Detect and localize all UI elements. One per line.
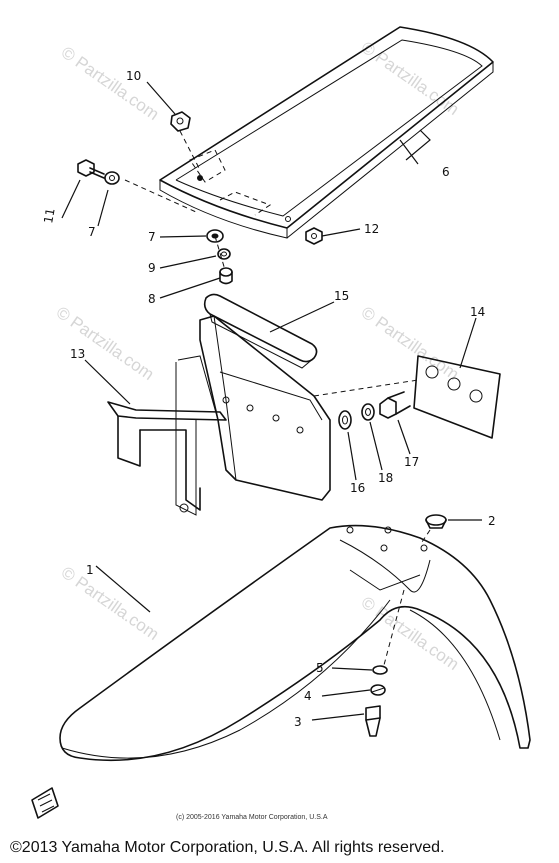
washer-7-upper [104, 171, 120, 185]
warning-tag [31, 787, 59, 819]
copyright-inner: (c) 2005-2016 Yamaha Motor Corporation, … [176, 814, 328, 821]
callout-12: 12 [364, 222, 379, 236]
callout-6: 6 [442, 165, 450, 179]
callout-11: 11 [41, 207, 57, 224]
callout-10: 10 [126, 69, 141, 83]
copyright-footer: ©2013 Yamaha Motor Corporation, U.S.A. A… [10, 839, 445, 856]
callouts: 10 11 7 6 7 12 9 8 15 14 13 16 18 17 2 1… [41, 69, 495, 729]
watermark-middle-right: © Partzilla.com [358, 303, 463, 384]
callout-7-lower: 7 [148, 230, 156, 244]
callout-5: 5 [316, 661, 324, 675]
washer-4 [370, 684, 386, 696]
watermark-bottom-left: © Partzilla.com [58, 563, 163, 644]
washer-16 [338, 410, 352, 430]
washer-18 [361, 403, 375, 421]
rear-inner-fender [175, 315, 331, 516]
grommet-9 [217, 248, 231, 260]
callout-4: 4 [304, 689, 312, 703]
callout-14: 14 [470, 305, 485, 319]
bolt-11 [77, 159, 105, 179]
callout-9: 9 [148, 261, 156, 275]
watermark-top-left: © Partzilla.com [58, 43, 163, 124]
front-fender [59, 524, 531, 762]
nut-12 [305, 227, 323, 245]
washer-5 [372, 665, 388, 675]
callout-2: 2 [488, 514, 496, 528]
bolt-17 [379, 391, 411, 419]
leader-lines [61, 81, 482, 721]
callout-3: 3 [294, 715, 302, 729]
watermark-bottom-right: © Partzilla.com [358, 593, 463, 674]
callout-18: 18 [378, 471, 393, 485]
callout-1: 1 [86, 563, 94, 577]
grommet-2 [425, 514, 447, 529]
callout-8: 8 [148, 292, 156, 306]
rear-fender [159, 26, 494, 239]
callout-17: 17 [404, 455, 419, 469]
nut-10 [170, 111, 191, 132]
watermark-middle-left: © Partzilla.com [53, 303, 158, 384]
bolt-3 [365, 705, 381, 737]
collar-8 [219, 267, 233, 285]
callout-15: 15 [334, 289, 349, 303]
callout-16: 16 [350, 481, 365, 495]
pad-15 [203, 293, 318, 369]
callout-7-upper: 7 [88, 225, 96, 239]
callout-13: 13 [70, 347, 85, 361]
bracket-13 [107, 401, 227, 511]
plate-14 [413, 355, 501, 439]
